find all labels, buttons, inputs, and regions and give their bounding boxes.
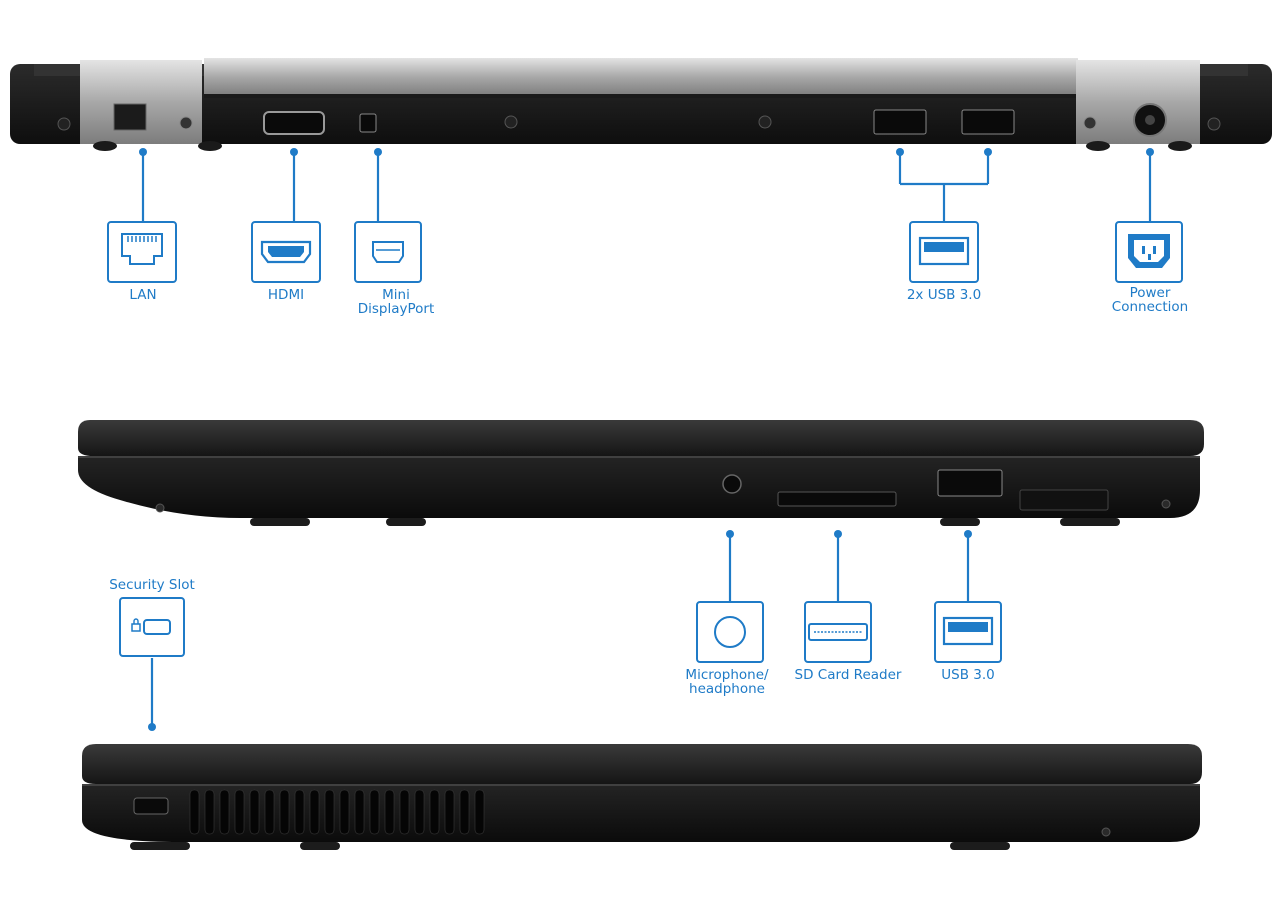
usb-port-3 <box>937 469 1003 497</box>
right-leader-dots <box>726 530 972 538</box>
hdmi-port <box>263 111 325 135</box>
hdmi-port-icon <box>251 221 321 283</box>
audio-jack <box>722 474 742 494</box>
label-microphone-headphone: Microphone/ headphone <box>685 667 769 697</box>
usb-port-2 <box>961 109 1015 135</box>
sd-card-slot <box>777 491 897 507</box>
usb-port-icon <box>909 221 979 283</box>
sd-card-icon <box>804 601 872 663</box>
power-connector-icon <box>1115 221 1183 283</box>
mini-displayport-port <box>359 113 377 133</box>
vent-grille <box>189 789 485 835</box>
label-hdmi: HDMI <box>267 287 305 303</box>
audio-jack-icon <box>696 601 764 663</box>
label-2x-usb: 2x USB 3.0 <box>906 287 982 303</box>
usb-port-icon-right <box>934 601 1002 663</box>
usb-port-1 <box>873 109 927 135</box>
side-slot-cover <box>1019 489 1109 511</box>
label-power-connection: Power Connection <box>1111 285 1189 315</box>
laptop-back-view <box>10 58 1272 151</box>
laptop-left-side-view <box>82 744 1202 850</box>
laptop-right-side-view <box>78 420 1204 526</box>
ethernet-port-icon <box>107 221 177 283</box>
security-lock-icon <box>119 597 185 657</box>
back-leader-lines <box>141 152 1152 222</box>
right-leader-lines <box>728 534 970 602</box>
label-usb: USB 3.0 <box>941 667 995 683</box>
label-mini-displayport: Mini DisplayPort <box>357 287 435 317</box>
label-lan: LAN <box>129 287 157 303</box>
label-security-slot: Security Slot <box>109 577 195 593</box>
lan-port <box>113 103 147 131</box>
mini-displayport-icon <box>354 221 422 283</box>
security-lock-slot <box>133 797 169 815</box>
label-sd-card-reader: SD Card Reader <box>794 667 902 683</box>
back-leader-dots <box>139 148 1154 156</box>
security-leader-line <box>148 658 156 731</box>
